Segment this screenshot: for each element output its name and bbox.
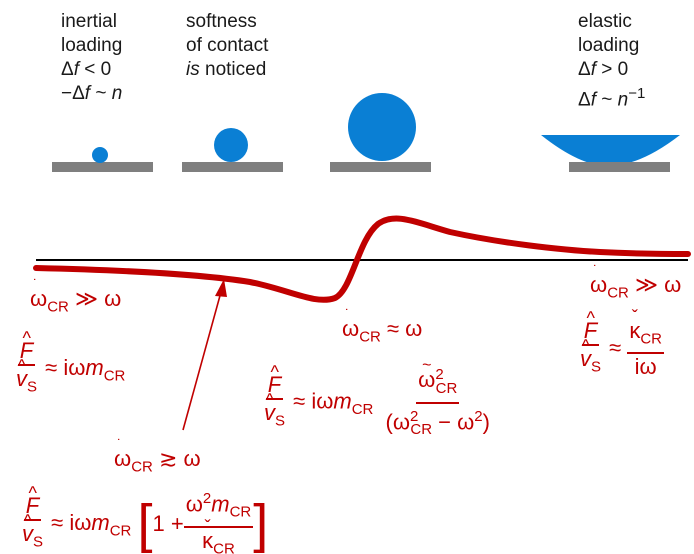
bottom-condition: ωCR ≳ ω [114,436,201,475]
frequency-shift-curve [33,215,691,303]
middle-equation: FvS ≈ iωmCR ω2CR(ω2CR − ω2) [262,353,492,443]
left-condition: ωCR ≫ ω [30,276,121,315]
label-elastic-loading: elastic loading Δf > 0 Δf ~ n−1 [578,11,646,111]
right-condition: ωCR ≫ ω [590,262,681,301]
sphere-medium [214,128,248,162]
substrate-1 [52,162,153,172]
annotation-arrow [182,291,222,431]
bottom-equation: FvS ≈ iωmCR [1 + ω2mCRκCR] [20,480,268,554]
substrate-4 [569,162,670,172]
sphere-small [92,147,108,163]
middle-condition: ωCR ≈ ω [342,306,422,345]
label-inertial-loading: inertial loading Δf < 0 −Δf ~ n [61,11,123,104]
arrow-head [215,279,227,297]
substrate-2 [182,162,283,172]
label-softness-of-contact: softness of contact is noticed [186,11,269,80]
substrate-3 [330,162,431,172]
left-equation: FvS ≈ iωmCR [14,325,125,400]
elastic-layer [541,135,680,166]
sphere-large [348,93,416,161]
